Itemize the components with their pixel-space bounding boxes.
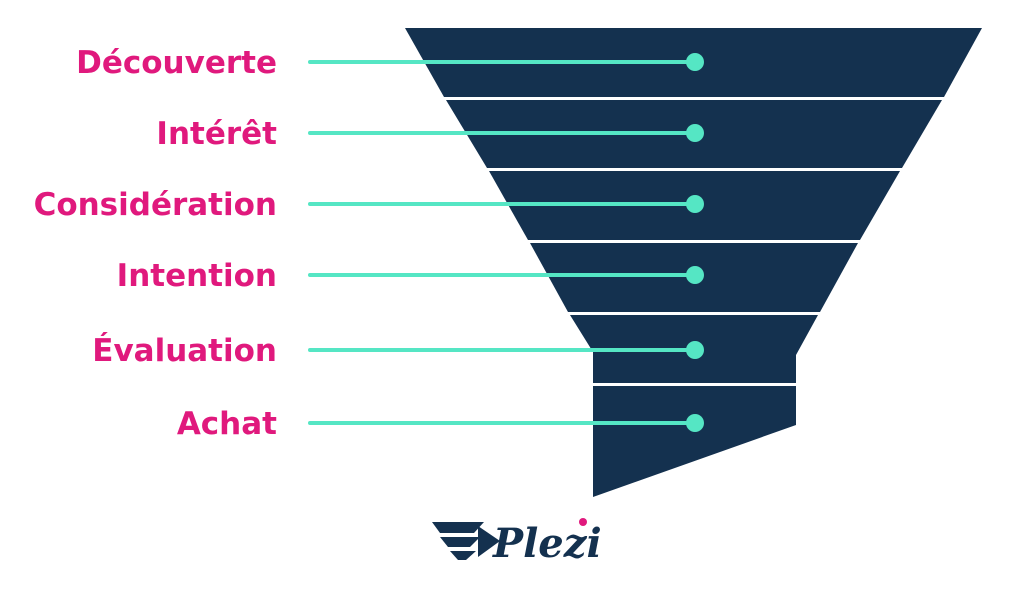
- stage-label-consideration: Considération: [34, 187, 277, 223]
- stage-connectors: [308, 53, 704, 432]
- stage-label-evaluation: Évaluation: [92, 333, 277, 369]
- connector-dot-evaluation: [686, 341, 704, 359]
- connector-dot-intention: [686, 266, 704, 284]
- funnel-segment-achat: [593, 386, 796, 497]
- connector-dot-decouverte: [686, 53, 704, 71]
- connector-dot-consideration: [686, 195, 704, 213]
- brand-logo-text: Plezi: [492, 520, 602, 567]
- winged-arrow-icon: [432, 522, 500, 560]
- logo-dot: [579, 518, 587, 526]
- brand-logo: Plezi: [432, 518, 602, 567]
- stage-label-achat: Achat: [177, 406, 277, 442]
- stage-labels: Découverte Intérêt Considération Intenti…: [34, 45, 278, 442]
- stage-label-intention: Intention: [117, 258, 277, 294]
- connector-dot-interet: [686, 124, 704, 142]
- connector-dot-achat: [686, 414, 704, 432]
- stage-label-interet: Intérêt: [156, 116, 277, 152]
- stage-label-decouverte: Découverte: [76, 45, 277, 81]
